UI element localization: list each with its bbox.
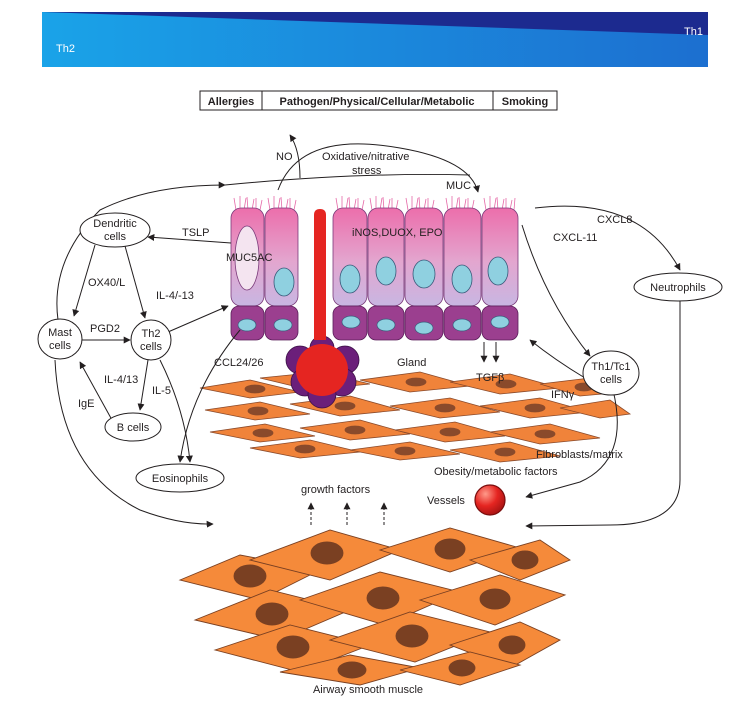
- label-gland: Gland: [397, 357, 426, 369]
- node-th1-tc1-cells: Th1/Tc1 cells: [582, 350, 640, 396]
- th2-line2: cells: [140, 341, 163, 353]
- label-tgfb: TGFβ: [476, 372, 504, 384]
- bcells-label: B cells: [117, 422, 150, 434]
- th2-line1: Th2: [142, 328, 161, 340]
- vessel: [474, 484, 506, 516]
- label-inos: iNOS,DUOX, EPO: [352, 227, 443, 239]
- label-ifng: IFNγ: [551, 389, 575, 401]
- label-cxcl8: CXCL8: [597, 214, 632, 226]
- mast-line1: Mast: [48, 327, 72, 339]
- header-th2-label: Th2: [56, 43, 75, 55]
- dendritic-line1: Dendritic: [93, 218, 137, 230]
- label-oxidative-line2: stress: [352, 165, 382, 177]
- gland: [285, 209, 360, 409]
- trigger-allergies: Allergies: [208, 96, 254, 108]
- label-vessels: Vessels: [427, 495, 465, 507]
- cilia: [233, 196, 516, 211]
- header-th1-label: Th1: [684, 26, 703, 38]
- label-oxidative-line1: Oxidative/nitrative: [322, 151, 409, 163]
- eosinophils-label: Eosinophils: [152, 473, 209, 485]
- label-cxcl11: CXCL-11: [553, 232, 597, 244]
- node-dendritic-cells: Dendritic cells: [79, 212, 151, 248]
- label-il413-lower: IL-4/13: [104, 374, 138, 386]
- label-no: NO: [276, 151, 293, 163]
- label-il5: IL-5: [152, 385, 171, 397]
- dendritic-line2: cells: [104, 231, 127, 243]
- header-bar: Th2 Th1: [42, 12, 708, 67]
- node-eosinophils: Eosinophils: [135, 463, 225, 493]
- label-il413-upper: IL-4/-13: [156, 290, 194, 302]
- neutrophils-label: Neutrophils: [650, 282, 706, 294]
- growth-factor-arrows: [307, 502, 388, 525]
- label-obesity: Obesity/metabolic factors: [434, 466, 558, 478]
- label-muc5ac: MUC5AC: [226, 252, 273, 264]
- label-ox40: OX40/L: [88, 277, 125, 289]
- epithelium: [230, 196, 519, 341]
- triggers-box: Allergies Pathogen/Physical/Cellular/Met…: [199, 90, 558, 111]
- trigger-pathogen: Pathogen/Physical/Cellular/Metabolic: [280, 96, 475, 108]
- label-ige: IgE: [78, 398, 95, 410]
- label-pgd2: PGD2: [90, 323, 120, 335]
- label-tslp: TSLP: [182, 227, 210, 239]
- arrows: [54, 134, 681, 530]
- node-th2-cells: Th2 cells: [130, 319, 172, 361]
- node-neutrophils: Neutrophils: [633, 272, 723, 302]
- diagram-labels: NO Oxidative/nitrative stress MUC TSLP M…: [78, 151, 632, 696]
- node-b-cells: B cells: [104, 412, 162, 442]
- label-growth-factors: growth factors: [301, 484, 371, 496]
- label-ccl2426: CCL24/26: [214, 357, 264, 369]
- th1-line2: cells: [600, 374, 623, 386]
- node-mast-cells: Mast cells: [37, 318, 83, 360]
- airway-smooth-muscle: [178, 527, 571, 686]
- th1-line1: Th1/Tc1: [591, 361, 630, 373]
- mast-line2: cells: [49, 340, 72, 352]
- trigger-smoking: Smoking: [502, 96, 548, 108]
- label-muc: MUC: [446, 180, 471, 192]
- label-airway-smooth-muscle: Airway smooth muscle: [313, 684, 423, 696]
- label-fibroblasts: Fibroblasts/matrix: [536, 449, 623, 461]
